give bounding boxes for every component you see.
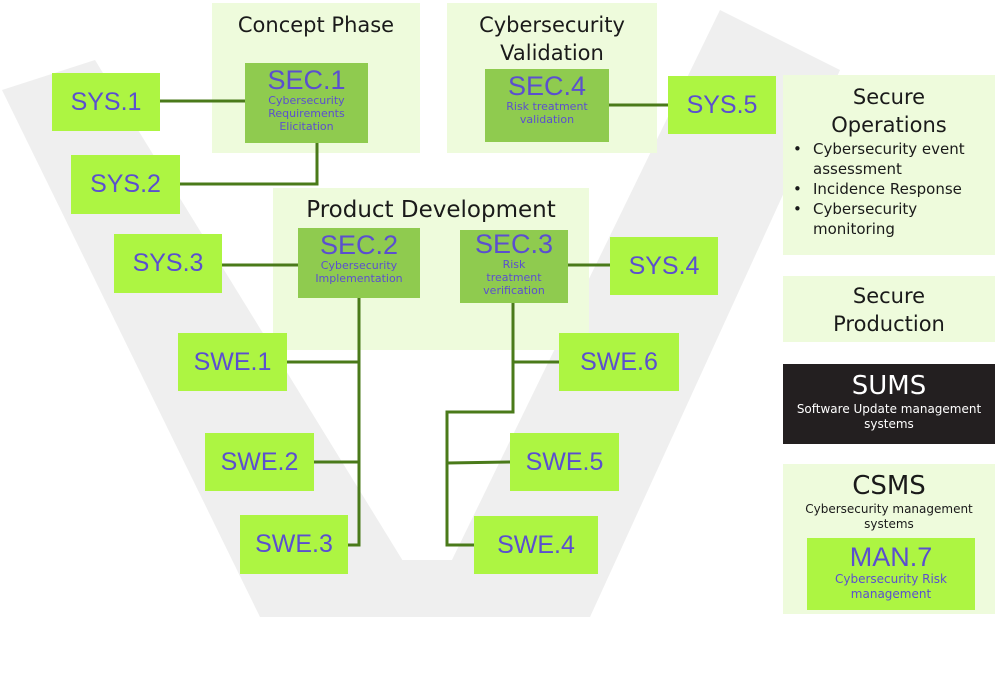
sys4-box[interactable]: SYS.4 [610, 237, 718, 295]
csms-desc-line1: Cybersecurity management [805, 502, 973, 516]
secure-production-panel: Secure Production [783, 276, 995, 342]
item-text-line1: Cybersecurity [813, 200, 918, 218]
sec1-desc-line1: Cybersecurity [268, 94, 345, 107]
sec4-desc-line1: Risk treatment [506, 100, 588, 113]
sec1-box[interactable]: SEC.1 Cybersecurity Requirements Elicita… [245, 63, 368, 143]
man7-box[interactable]: MAN.7 Cybersecurity Risk management [807, 538, 975, 610]
sec4-desc-line2: validation [519, 113, 575, 126]
swe5-box[interactable]: SWE.5 [510, 433, 619, 491]
swe2-box[interactable]: SWE.2 [205, 433, 314, 491]
connector-swe5 [446, 460, 512, 465]
swe3-box[interactable]: SWE.3 [240, 515, 348, 574]
product-development-title: Product Development [306, 197, 556, 223]
sums-desc-line1: Software Update management [796, 402, 982, 416]
sec4-box[interactable]: SEC.4 Risk treatment validation [485, 69, 609, 142]
sums-desc-line2: systems [864, 417, 914, 431]
secure-operations-panel: Secure Operations Cybersecurity event as… [783, 75, 995, 255]
csms-panel: CSMS Cybersecurity management systems MA… [783, 464, 995, 614]
man7-desc-line1: Cybersecurity Risk [834, 572, 947, 586]
operations-item-monitoring: Cybersecurity monitoring [793, 199, 995, 239]
sec1-desc-line3: Elicitation [279, 120, 334, 133]
swe1-box[interactable]: SWE.1 [178, 333, 287, 391]
sec1-code: SEC.1 [267, 65, 346, 95]
secure-operations-list: Cybersecurity event assessment Incidence… [783, 139, 995, 239]
secure-operations-title-line2: Operations [831, 113, 947, 137]
sec2-code: SEC.2 [319, 230, 399, 260]
csms-desc-line2: systems [864, 517, 914, 531]
validation-phase-title-line1: Cybersecurity [479, 13, 625, 37]
sec2-desc-line1: Cybersecurity [320, 259, 398, 272]
csms-title: CSMS [852, 471, 926, 501]
item-text-line2: assessment [813, 160, 902, 178]
item-text-line1: Incidence Response [813, 180, 962, 198]
operations-item-incidence-response: Incidence Response [793, 179, 995, 199]
sums-panel: SUMS Software Update management systems [783, 364, 995, 444]
connector-sec3-swe-right [445, 303, 515, 547]
item-text-line2: monitoring [813, 220, 895, 238]
sec2-box[interactable]: SEC.2 Cybersecurity Implementation [298, 228, 420, 298]
connector-sec2-swe-left [348, 298, 361, 547]
sums-title: SUMS [851, 371, 927, 401]
sec4-code: SEC.4 [507, 71, 587, 101]
sys3-box[interactable]: SYS.3 [114, 234, 222, 293]
sys2-box[interactable]: SYS.2 [71, 155, 180, 214]
validation-phase-panel: Cybersecurity Validation [447, 3, 657, 153]
v-shape-right-arm [260, 10, 840, 617]
item-text-line1: Cybersecurity event [813, 140, 965, 158]
swe4-box[interactable]: SWE.4 [474, 516, 598, 574]
sec3-box[interactable]: SEC.3 Risk treatment verification [460, 230, 568, 303]
sec1-desc-line2: Requirements [268, 107, 345, 120]
swe6-box[interactable]: SWE.6 [559, 333, 679, 391]
man7-desc-line2: management [850, 587, 932, 601]
sec2-desc-line2: Implementation [315, 272, 403, 285]
concept-phase-title: Concept Phase [237, 13, 395, 37]
sys5-box[interactable]: SYS.5 [668, 76, 776, 134]
operations-item-event-assessment: Cybersecurity event assessment [793, 139, 995, 179]
validation-phase-title-line2: Validation [500, 41, 604, 65]
v-shape-bottom [260, 560, 600, 617]
sec3-desc-line1: Risk [502, 258, 526, 271]
man7-code: MAN.7 [849, 542, 933, 572]
sec3-desc-line3: verification [483, 284, 545, 297]
secure-operations-title-line1: Secure [852, 85, 926, 109]
secure-production-title-line1: Secure [852, 284, 926, 308]
sec3-desc-line2: treatment [486, 271, 542, 284]
connector-sec1-sys2 [180, 143, 319, 186]
sys1-box[interactable]: SYS.1 [52, 73, 160, 131]
sec3-code: SEC.3 [474, 229, 554, 259]
secure-production-title-line2: Production [833, 312, 945, 336]
